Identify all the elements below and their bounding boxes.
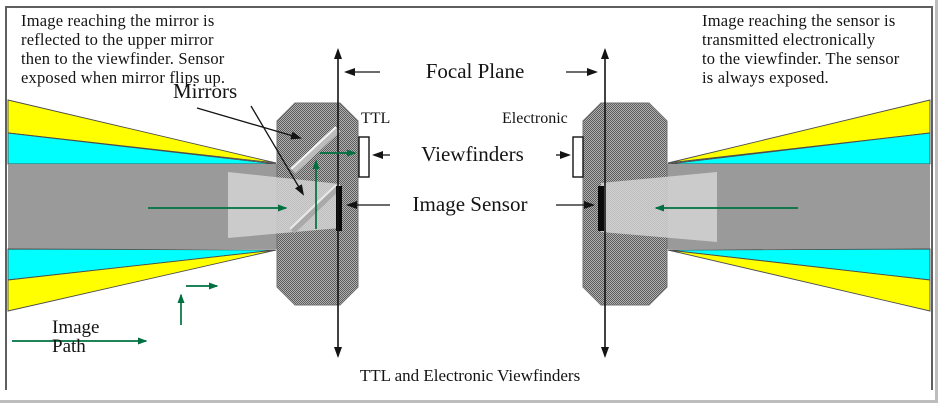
mirrors-lower-pointer xyxy=(250,105,305,196)
label-pointer-arrows xyxy=(196,68,598,209)
upper-mirror xyxy=(290,126,341,174)
right-explanation-note: Image reaching the sensor is transmitted… xyxy=(702,11,900,87)
electronic-label: Electronic xyxy=(502,110,568,127)
mirrors-label: Mirrors xyxy=(173,79,238,103)
inner-frame-border xyxy=(5,6,933,390)
image-path-label: Image Path xyxy=(52,317,100,357)
left-explanation-note: Image reaching the mirror is reflected t… xyxy=(21,11,226,87)
left-cone-yellow-top xyxy=(7,99,277,164)
left-light-cone xyxy=(7,99,280,312)
ttl-label: TTL xyxy=(361,110,391,127)
electronic-viewfinder-window xyxy=(572,136,584,178)
focal-plane-label: Focal Plane xyxy=(425,59,525,83)
mirrors-upper-pointer xyxy=(196,107,302,140)
right-image-sensor xyxy=(598,186,604,231)
diagram-title: TTL and Electronic Viewfinders xyxy=(359,366,581,385)
image-sensor-label: Image Sensor xyxy=(412,192,528,216)
left-image-sensor xyxy=(336,186,342,231)
viewfinders-label: Viewfinders xyxy=(421,142,524,166)
left-cone-yellow-bottom xyxy=(7,249,277,312)
right-cone-yellow-top xyxy=(667,99,931,164)
image-path-arrows xyxy=(12,149,798,345)
ttl-viewfinder-window xyxy=(358,136,370,178)
right-cone-yellow-bottom xyxy=(667,249,931,312)
lower-mirror xyxy=(289,184,341,234)
